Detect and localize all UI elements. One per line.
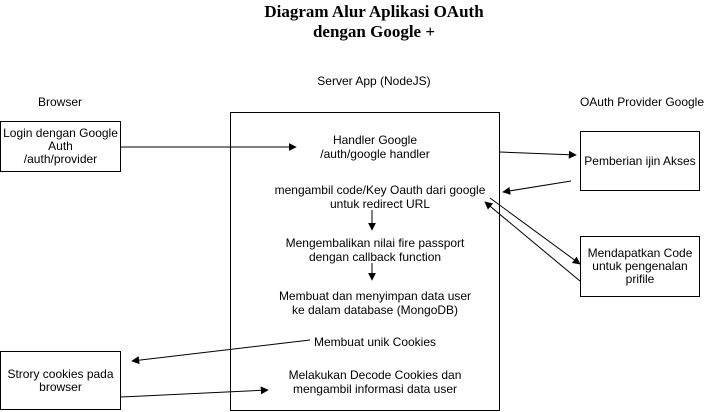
arrow-server-to-permission <box>499 150 577 159</box>
lane-label-oauth: OAuth Provider Google <box>579 95 705 109</box>
step-get-code: mengambil code/Key Oauth dari google unt… <box>274 183 486 211</box>
arrow-permission-to-get-code <box>502 180 572 195</box>
arrow-cookie-to-browser <box>131 339 311 365</box>
permission-box: Pemberian ijin Akses <box>580 131 700 191</box>
store-cookies-box: Strory cookies pada browser <box>0 351 121 410</box>
arrow-profile-to-get-code <box>484 201 581 282</box>
step-decode-cookie: Melakukan Decode Cookies dan mengambil i… <box>288 368 462 396</box>
step-unique-cookie: Membuat unik Cookies <box>313 335 437 349</box>
login-google-box: Login dengan Google Auth /auth/provider <box>0 121 121 172</box>
lane-label-server: Server App (NodeJS) <box>317 74 431 88</box>
get-profile-code-box: Mendapatkan Code untuk pengenalan prifil… <box>580 236 700 297</box>
step-passport-callback: Mengembalikan nilai fire passport dengan… <box>285 236 465 264</box>
step-handler: Handler Google /auth/google handler <box>320 133 430 161</box>
arrow-get-code-to-profile <box>489 197 581 265</box>
lane-label-browser: Browser <box>37 95 82 109</box>
server-app-container <box>230 112 500 411</box>
arrow-browser-to-decode <box>120 386 269 398</box>
diagram-title: Diagram Alur Aplikasi OAuth dengan Googl… <box>264 2 484 41</box>
step-save-user: Membuat dan menyimpan data user ke dalam… <box>278 289 472 317</box>
